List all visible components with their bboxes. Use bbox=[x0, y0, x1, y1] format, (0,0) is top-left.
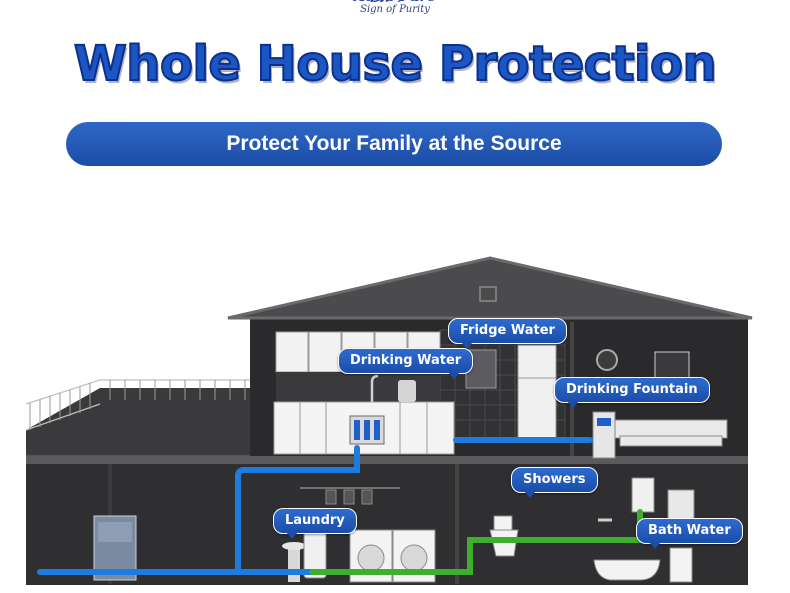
subtitle-banner: Protect Your Family at the Source bbox=[66, 122, 722, 166]
blue-pipes bbox=[37, 437, 593, 575]
page-title: Whole House Protection bbox=[73, 35, 718, 93]
logo-top: Aqua Pure Water bbox=[330, 0, 460, 2]
callout-drinking-water: Drinking Water bbox=[338, 348, 474, 379]
bathtub bbox=[593, 559, 661, 581]
callout-bath-water: Bath Water bbox=[636, 518, 743, 549]
fridge bbox=[517, 344, 557, 439]
callout-drinking-fountain: Drinking Fountain bbox=[554, 377, 710, 408]
callout-fridge-water: Fridge Water bbox=[448, 318, 567, 349]
balcony bbox=[25, 379, 250, 463]
roof bbox=[227, 256, 753, 320]
sofa bbox=[614, 419, 728, 447]
bath-water-heater bbox=[631, 477, 655, 513]
callout-showers: Showers bbox=[511, 467, 598, 498]
callout-laundry: Laundry bbox=[273, 508, 357, 539]
logo-tagline: Sign of Purity bbox=[360, 4, 430, 15]
clock bbox=[596, 349, 618, 371]
